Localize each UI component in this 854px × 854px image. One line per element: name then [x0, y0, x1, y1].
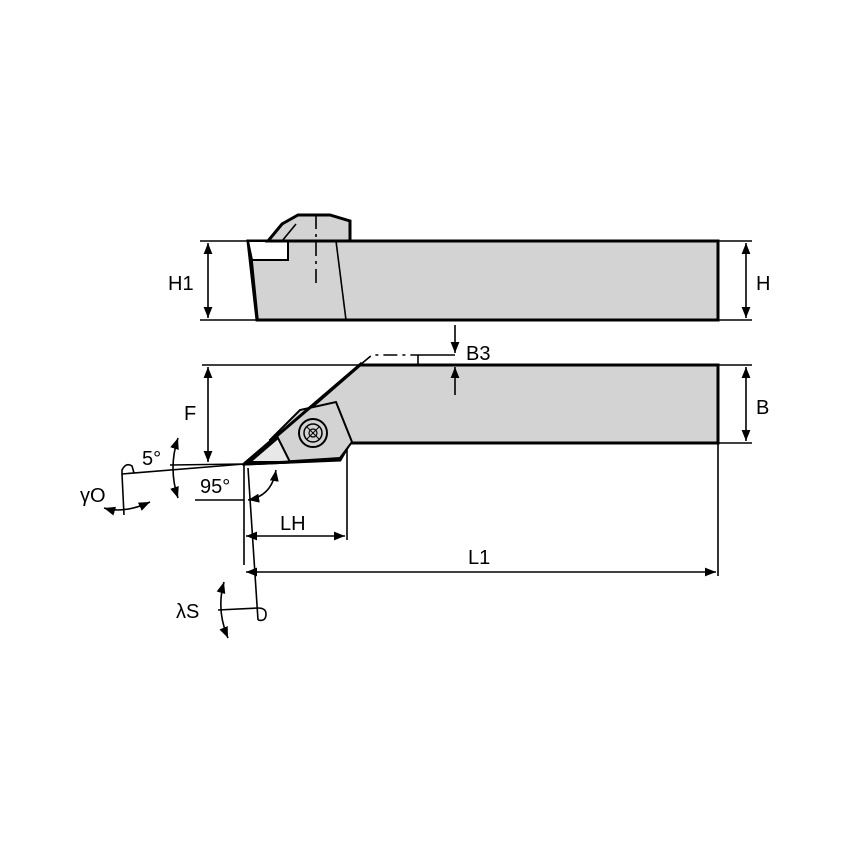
clearance-angle-arc — [170, 437, 179, 499]
minor-edge-line — [243, 460, 291, 466]
label-h: H — [756, 273, 770, 295]
top-view: B3 B F 5° 95° γO LH L1 — [80, 325, 769, 639]
rake-symbol — [121, 463, 135, 474]
b3-dashed-outline — [359, 354, 418, 366]
inclination-horizontal-line — [217, 607, 259, 611]
cutting-edge-line — [243, 361, 363, 466]
side-view: H1 H — [168, 213, 770, 322]
label-l1: L1 — [468, 547, 490, 569]
clamp-edge-line — [335, 240, 347, 321]
rake-reference-line — [121, 463, 245, 475]
side-shank-body — [246, 239, 720, 322]
label-lambda-s: λS — [176, 601, 199, 623]
clamp-top — [264, 213, 352, 243]
clamp-chamfer-line — [281, 223, 297, 242]
label-95-deg: 95° — [200, 476, 230, 498]
label-gamma-o: γO — [80, 485, 106, 507]
clamp-screw-icon — [298, 418, 328, 448]
inclination-symbol — [257, 607, 267, 622]
rake-angle-arc — [103, 501, 151, 516]
clearance-reference-line — [169, 463, 245, 466]
label-f: F — [184, 403, 196, 425]
rake-vertical-line — [121, 473, 125, 516]
label-5-deg: 5° — [142, 448, 161, 470]
approach-angle-arc — [247, 469, 279, 503]
insert-seat-notch — [246, 240, 289, 261]
inclination-reference-line — [247, 467, 259, 621]
head-edge-line — [251, 259, 259, 321]
inclination-angle-arc — [216, 581, 229, 639]
label-h1: H1 — [168, 273, 194, 295]
label-lh: LH — [280, 513, 306, 535]
label-b3: B3 — [466, 343, 490, 365]
label-b: B — [756, 397, 769, 419]
